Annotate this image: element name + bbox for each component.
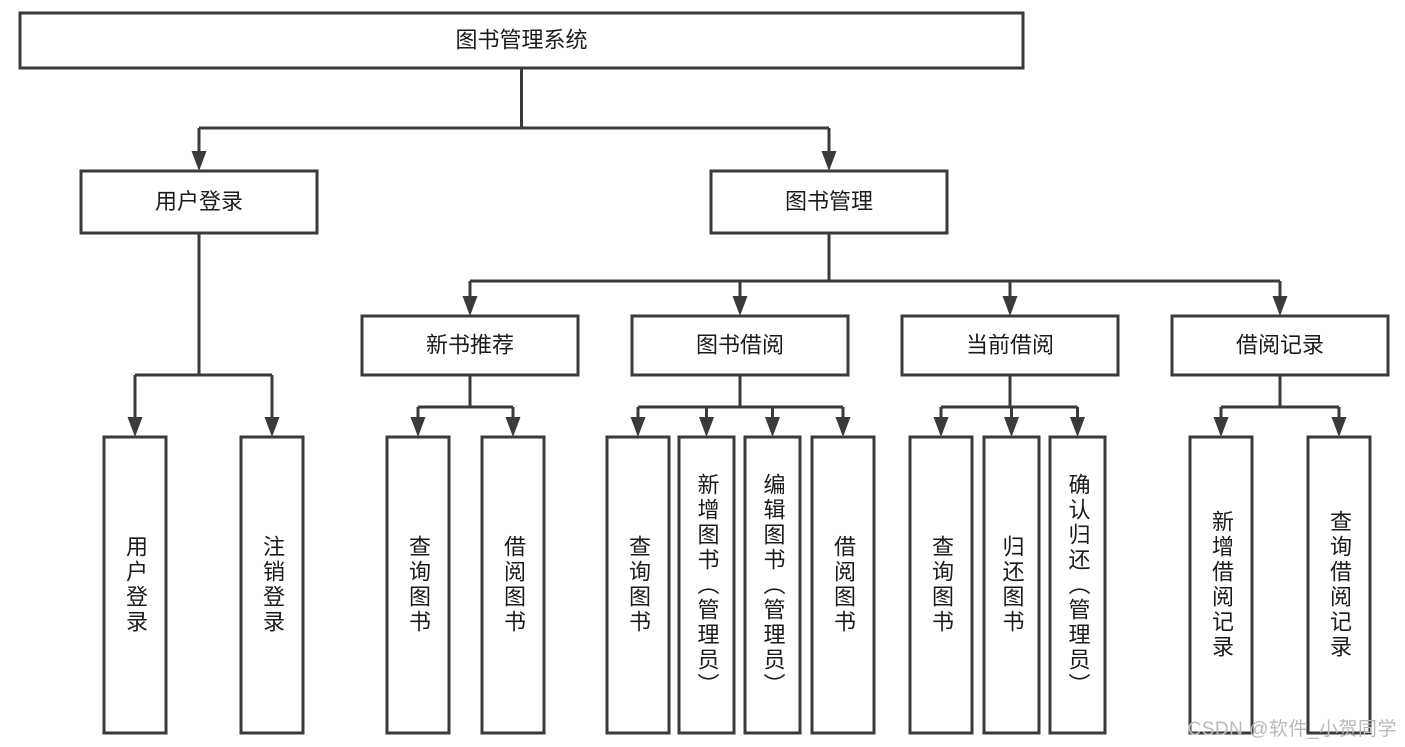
node-leaf-user-logout[interactable]: [239, 435, 305, 735]
arrow-head-icon: [835, 417, 851, 437]
arrow-head-icon: [821, 151, 837, 171]
node-box: [480, 435, 546, 735]
node-box: [908, 435, 974, 735]
node-user-login[interactable]: 用户登录: [79, 169, 319, 235]
node-label: 用户登录: [155, 189, 243, 214]
node-box: [1048, 435, 1107, 735]
node-leaf-query-record[interactable]: [1306, 435, 1372, 735]
arrow-head-icon: [933, 417, 949, 437]
node-borrow-record[interactable]: 借阅记录: [1170, 314, 1390, 377]
node-box: [677, 435, 736, 735]
node-leaf-add-book[interactable]: [677, 435, 736, 735]
node-box: [605, 435, 671, 735]
node-box: [102, 435, 168, 735]
edge-group-user-login: [127, 233, 280, 437]
node-leaf-return-book[interactable]: [982, 435, 1041, 735]
node-box: [1188, 435, 1254, 735]
node-leaf-query-book-rec[interactable]: [385, 435, 451, 735]
node-book-borrow[interactable]: 图书借阅: [630, 314, 850, 377]
node-box: [385, 435, 451, 735]
edge-group-new-book-rec: [410, 375, 521, 437]
node-label: 图书管理: [785, 189, 873, 214]
node-box: [900, 314, 1120, 377]
edge-group-root: [191, 68, 837, 171]
node-box: [18, 11, 1025, 70]
node-current-borrow[interactable]: 当前借阅: [900, 314, 1120, 377]
node-label: 借阅记录: [1236, 332, 1324, 357]
arrow-head-icon: [1002, 296, 1018, 316]
edge-group-current-borrow: [933, 375, 1085, 437]
node-leaf-query-book-cur[interactable]: [908, 435, 974, 735]
node-leaf-borrow-book-bor[interactable]: [810, 435, 876, 735]
node-box: [630, 314, 850, 377]
arrow-head-icon: [462, 296, 478, 316]
node-leaf-borrow-book-rec[interactable]: [480, 435, 546, 735]
node-box: [1170, 314, 1390, 377]
node-leaf-edit-book[interactable]: [743, 435, 802, 735]
node-box: [360, 314, 580, 377]
arrow-head-icon: [765, 417, 780, 437]
node-box: [1306, 435, 1372, 735]
arrow-head-icon: [410, 417, 426, 437]
arrow-head-icon: [1272, 296, 1288, 316]
arrow-head-icon: [127, 417, 143, 437]
node-leaf-add-record[interactable]: [1188, 435, 1254, 735]
node-new-book-rec[interactable]: 新书推荐: [360, 314, 580, 377]
node-leaf-user-login[interactable]: [102, 435, 168, 735]
arrow-head-icon: [699, 417, 714, 437]
node-box: [709, 169, 949, 235]
node-book-manage[interactable]: 图书管理: [709, 169, 949, 235]
node-label: 图书借阅: [696, 332, 784, 357]
arrow-head-icon: [1331, 417, 1347, 437]
arrow-head-icon: [732, 296, 748, 316]
edge-group-book-manage: [462, 233, 1288, 316]
arrow-head-icon: [1004, 417, 1019, 437]
node-leaf-query-book-bor[interactable]: [605, 435, 671, 735]
node-box: [79, 169, 319, 235]
edge-group-book-borrow: [630, 375, 851, 437]
arrow-head-icon: [630, 417, 646, 437]
node-label: 图书管理系统: [455, 27, 587, 52]
arrow-head-icon: [264, 417, 280, 437]
node-label: 新书推荐: [426, 332, 514, 357]
arrow-head-icon: [1213, 417, 1229, 437]
node-box: [982, 435, 1041, 735]
arrow-head-icon: [505, 417, 521, 437]
arrow-head-icon: [191, 151, 207, 171]
node-leaf-confirm-return[interactable]: [1048, 435, 1107, 735]
edge-group-borrow-record: [1213, 375, 1347, 437]
node-box: [239, 435, 305, 735]
arrow-head-icon: [1070, 417, 1085, 437]
node-label: 当前借阅: [966, 332, 1054, 357]
edge-layer: [127, 68, 1347, 437]
node-root[interactable]: 图书管理系统: [18, 11, 1025, 70]
node-box: [743, 435, 802, 735]
node-box: [810, 435, 876, 735]
